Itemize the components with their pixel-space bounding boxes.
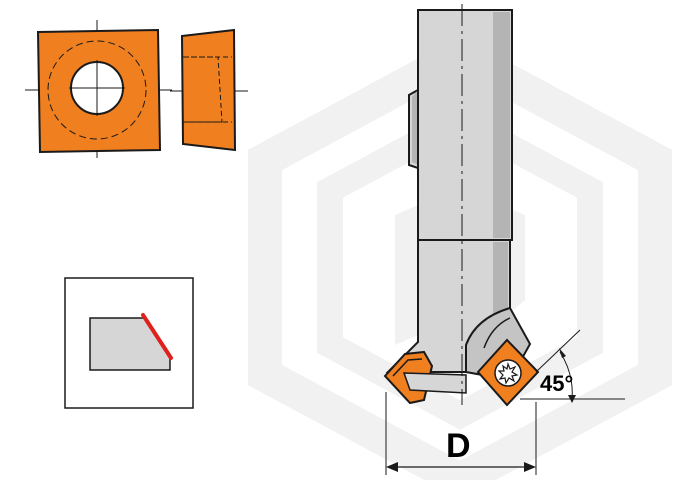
diameter-dimension: D [385, 392, 537, 475]
diameter-label: D [446, 427, 471, 465]
chamfer-symbol-box [64, 277, 194, 409]
right-insert [476, 338, 540, 407]
torx-screw-icon [494, 359, 522, 387]
angle-label: 45° [540, 371, 573, 396]
insert-side-view [170, 28, 248, 152]
chamfer-edge-highlight [141, 313, 173, 360]
left-insert [383, 350, 467, 405]
insert-top-view [25, 20, 172, 158]
chamfer-mill [383, 4, 540, 407]
angle-dimension: 45° [520, 329, 625, 403]
